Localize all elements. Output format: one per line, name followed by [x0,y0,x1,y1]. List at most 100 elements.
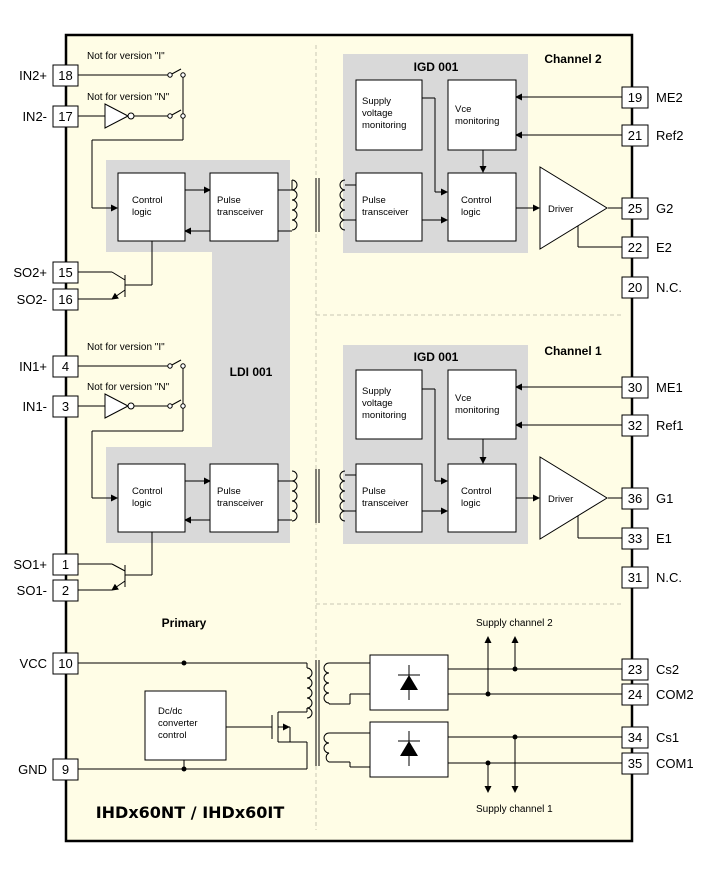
pulse-transceiver-ldi-ch2-box [209,172,279,242]
pin-number: 25 [628,201,642,216]
pin-label: Cs2 [656,662,679,677]
pin-number: 22 [628,240,642,255]
supply-channel-1-label: Supply channel 1 [476,804,553,815]
junction-dots [181,660,518,772]
driver-ch2-shape [539,166,608,250]
pin-box [621,487,649,510]
dcdc-converter-box [144,690,227,761]
pin-box [52,395,79,418]
pin-label: ME2 [656,90,683,105]
pin-label: COM2 [656,687,694,702]
vce-monitoring-ch1-box [447,369,517,440]
pin-label: SO2- [17,292,47,307]
pin-label: Ref1 [656,418,683,433]
pin-box [621,376,649,399]
channel2-label: Channel 2 [544,52,602,66]
pin-box [621,527,649,550]
pin-number: 2 [62,583,69,598]
switch-contacts [167,72,186,409]
note-not-version-i-ch2: Not for version "I" [87,51,165,62]
rectifier-ch1 [369,721,449,778]
rectifier-ch2 [369,654,449,711]
note-not-version-i-ch1: Not for version "I" [87,342,165,353]
pin-number: 20 [628,280,642,295]
vce-monitoring-ch2-box [447,79,517,151]
pin-box [52,261,79,284]
control-logic-ldi-ch1-box [117,463,186,533]
supply-voltage-monitoring-ch1-box [355,369,423,440]
pin-number: 35 [628,756,642,771]
pin-number: 4 [62,359,69,374]
pin-number: 19 [628,90,642,105]
driver-ch2: Driver [548,204,573,215]
pin-box [621,197,649,220]
pin-label: Ref2 [656,128,683,143]
inverter-ch2 [104,103,160,129]
pin-label: IN1- [22,399,47,414]
wiring [78,68,622,793]
pin-label: G1 [656,491,673,506]
pulse-transceiver-ldi-ch1-box [209,463,279,533]
pin-number: 32 [628,418,642,433]
pin-label: E1 [656,531,672,546]
pin-number: 15 [58,265,72,280]
pin-label: GND [18,762,47,777]
pulse-transceiver-ch2-box [355,172,423,242]
pin-number: 18 [58,68,72,83]
pin-number: 21 [628,128,642,143]
pin-label: IN2- [22,109,47,124]
pin-number: 34 [628,730,642,745]
pin-number: 36 [628,491,642,506]
pin-number: 3 [62,399,69,414]
control-logic-ch1-box [447,463,517,533]
pin-box [52,553,79,576]
pin-label: VCC [20,656,47,671]
driver-ch1-shape [539,456,608,540]
ldi-label: LDI 001 [230,365,273,379]
pin-box [621,414,649,437]
pin-label: G2 [656,201,673,216]
pin-box [621,683,649,706]
pin-label: N.C. [656,280,682,295]
pin-box [52,758,79,781]
pin-box [621,86,649,109]
pin-box [52,288,79,311]
transformer-ch1 [291,469,346,523]
pin-number: 10 [58,656,72,671]
pin-number: 16 [58,292,72,307]
pin-number: 17 [58,109,72,124]
transformer-ch2 [291,178,346,232]
pin-label: IN1+ [19,359,47,374]
primary-label: Primary [162,616,207,630]
ldi-region [106,160,290,543]
inverter-ch1 [104,393,160,419]
pin-label: E2 [656,240,672,255]
control-logic-ldi-ch2-box [117,172,186,242]
pin-box [52,105,79,128]
pin-box [621,566,649,589]
supply-channel-2-label: Supply channel 2 [476,618,553,629]
pin-label: SO1+ [13,557,47,572]
pin-box [621,236,649,259]
note-not-version-n-ch2: Not for version "N" [87,92,170,103]
pin-box [621,276,649,299]
pin-label: SO1- [17,583,47,598]
pin-box [52,355,79,378]
pin-box [52,64,79,87]
pin-box [621,124,649,147]
